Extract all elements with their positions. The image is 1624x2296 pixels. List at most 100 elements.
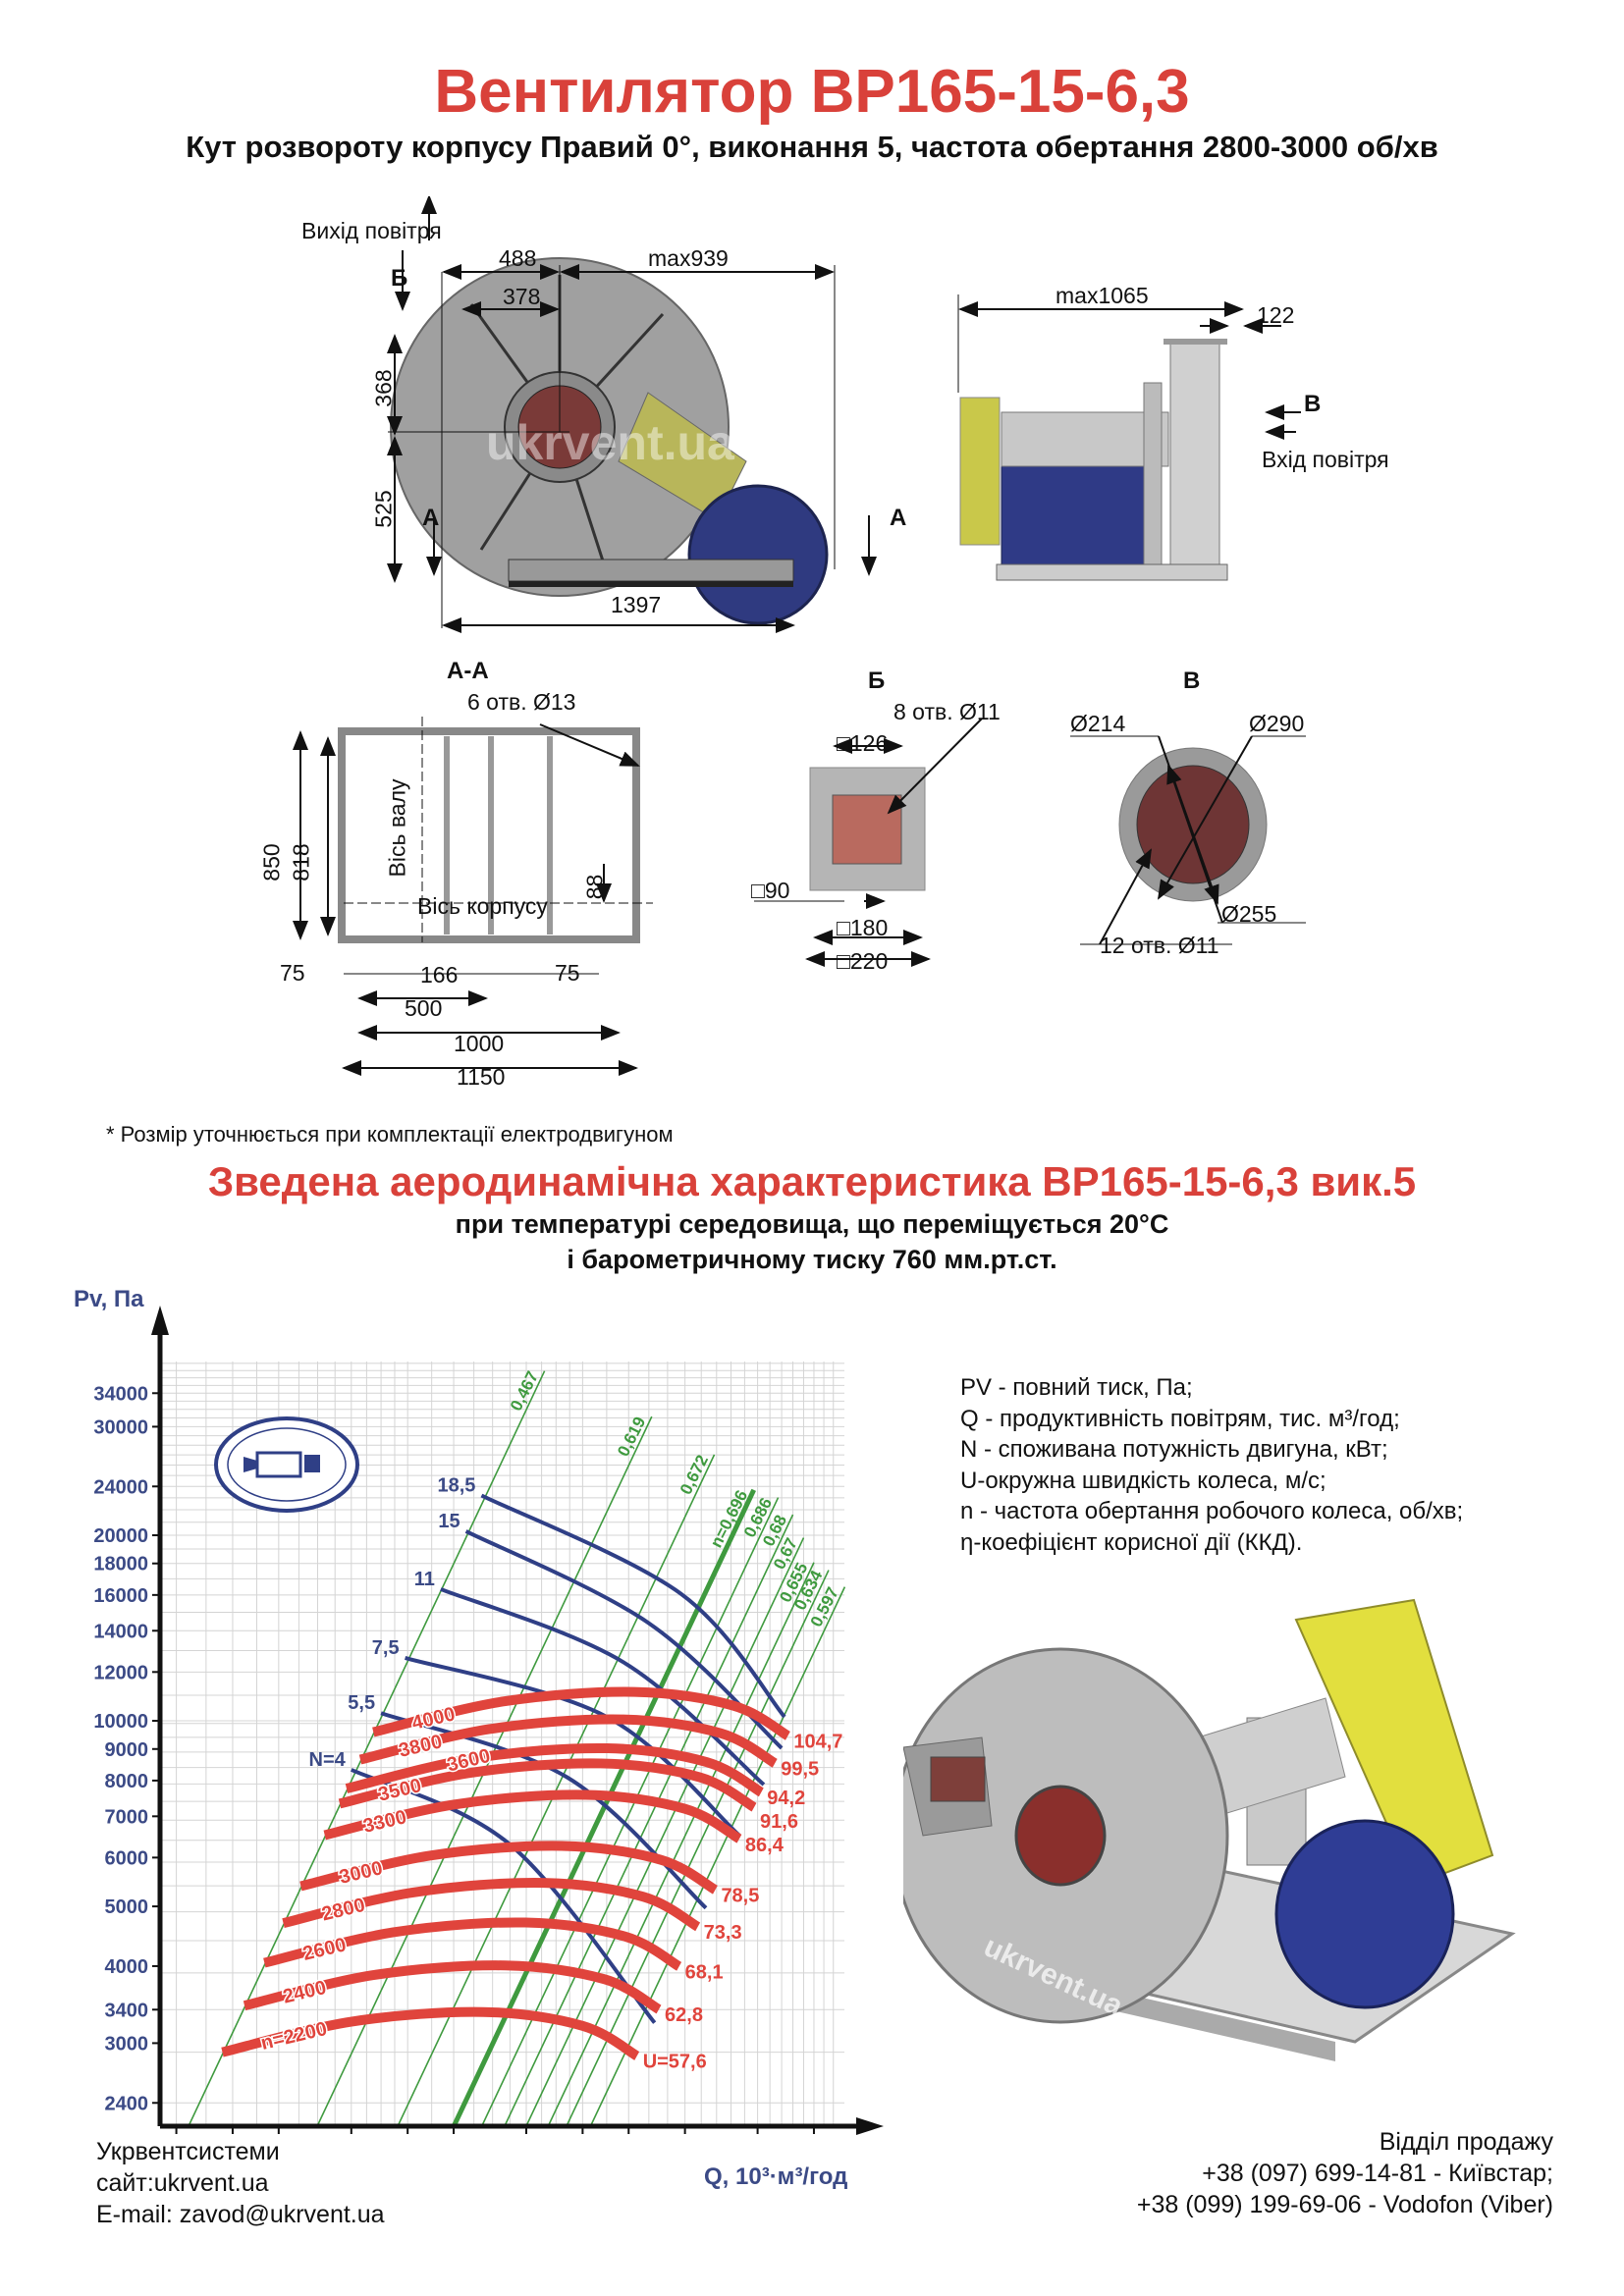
x-tick-label: 0,8 [338, 2137, 365, 2140]
inlet-opening [1014, 1785, 1107, 1887]
efficiency-line [480, 1497, 780, 2127]
x-tick-label: 5 [808, 2137, 819, 2140]
dim-75-left: 75 [280, 960, 305, 986]
pressure-curve [358, 1714, 778, 1768]
tip-speed-label: 91,6 [760, 1811, 798, 1833]
dim-525: 525 [370, 490, 397, 528]
x-axis-label: Q, 10³·м³/год [704, 2163, 848, 2190]
front-view-drawing [957, 294, 1301, 581]
outlet-air-label: Вихід повітря [301, 218, 442, 243]
y-tick-label: 8000 [105, 1771, 149, 1792]
company-email[interactable]: E-mail: zavod@ukrvent.ua [96, 2201, 385, 2228]
dim-818: 818 [288, 843, 314, 881]
view-b-holes: 8 отв. Ø11 [893, 699, 1001, 724]
section-aa-drawing [293, 717, 653, 1076]
efficiency-label: 0,467 [507, 1368, 542, 1415]
y-tick-label: 34000 [93, 1383, 148, 1405]
view-v-title: В [1183, 667, 1201, 694]
company-site[interactable]: сайт:ukrvent.ua [96, 2169, 269, 2197]
sales-phone-1[interactable]: +38 (097) 699-14-81 - Київстар; [1202, 2160, 1553, 2187]
legend-item: PV - повний тиск, Па; [960, 1374, 1193, 1401]
pressure-curve [345, 1742, 764, 1797]
tip-speed-label: 94,2 [767, 1788, 805, 1809]
x-tick-label: 2 [577, 2137, 588, 2140]
power-label: 18,5 [437, 1475, 475, 1497]
power-label: N=4 [309, 1749, 347, 1771]
dim-1150: 1150 [457, 1064, 506, 1090]
speed-label: 3800 [397, 1731, 444, 1762]
view-v-drawing [1070, 735, 1306, 945]
speed-label: 2400 [281, 1977, 328, 2008]
speed-label: 2800 [320, 1895, 367, 1926]
speed-label: 4000 [409, 1703, 457, 1735]
legend-item: U-окружна швидкість колеса, м/с; [960, 1467, 1326, 1494]
power-label: 5,5 [348, 1692, 375, 1714]
shaft-axis-label: Вісь валу [384, 778, 410, 878]
efficiency-line [451, 1488, 756, 2128]
base-frame [508, 559, 794, 582]
dim-sq220: □220 [837, 948, 889, 974]
tip-speed-label: 68,1 [685, 1961, 724, 1983]
inlet-opening [1136, 765, 1250, 884]
aerodynamic-chart: 0,4670,6190,672n=0,6960,6860,680,670,655… [93, 1306, 884, 2140]
pulley-guard [959, 397, 1001, 546]
dim-d290: Ø290 [1249, 711, 1305, 736]
chart-legend: PV - повний тиск, Па; Q - продуктивність… [960, 1372, 1463, 1558]
fan-casing [1169, 341, 1220, 578]
y-axis-arrow [151, 1306, 169, 1335]
y-tick-label: 12000 [93, 1662, 148, 1683]
dim-88: 88 [581, 874, 608, 900]
dim-488: 488 [499, 245, 537, 271]
legend-item: N - споживана потужність двигуна, кВт; [960, 1436, 1388, 1463]
dim-max939: max939 [648, 245, 729, 271]
x-tick-label: 1,6 [513, 2137, 540, 2140]
dim-max1065: max1065 [1056, 283, 1149, 308]
power-label: 11 [414, 1569, 435, 1590]
sales-title: Відділ продажу [1379, 2128, 1553, 2156]
pressure-curve [372, 1686, 790, 1740]
dim-sq90: □90 [751, 878, 790, 903]
motor [687, 484, 829, 625]
section-aa-title: А-А [447, 658, 489, 684]
tip-speed-label: 62,8 [665, 2004, 703, 2026]
y-tick-label: 30000 [93, 1416, 148, 1438]
power-label: 7,5 [372, 1637, 400, 1659]
efficiency-line [589, 1586, 846, 2127]
dim-122: 122 [1257, 302, 1295, 328]
pressure-curve [338, 1758, 757, 1812]
speed-label: 2600 [300, 1934, 348, 1965]
chart-section-title: Зведена аеродинамічна характеристика ВР1… [207, 1158, 1417, 1204]
motor [1001, 465, 1150, 565]
body-axis-label: Вісь корпусу [417, 893, 548, 919]
efficiency-label: 0,672 [677, 1452, 712, 1498]
y-tick-label: 5000 [105, 1896, 149, 1918]
x-tick-label: 0,5 [219, 2137, 246, 2140]
y-axis-label: Pv, Па [74, 1286, 144, 1312]
power-curve [480, 1493, 786, 1719]
dim-1397: 1397 [611, 592, 662, 617]
side-view-drawing: ukrvent.ua [387, 196, 877, 633]
y-tick-label: 3000 [105, 2033, 149, 2055]
page-subtitle: Кут розвороту корпусу Правий 0°, виконан… [186, 130, 1438, 164]
view-b-marker: Б [391, 265, 408, 292]
x-tick-label: 0,4 [163, 2137, 191, 2140]
bearing-housing [1001, 411, 1169, 467]
sales-contacts: Відділ продажу +38 (097) 699-14-81 - Киї… [1137, 2126, 1553, 2220]
y-tick-label: 7000 [105, 1806, 149, 1828]
pressure-curve [282, 1878, 701, 1932]
dim-850: 850 [258, 843, 285, 881]
view-v-holes: 12 отв. Ø11 [1100, 933, 1219, 958]
section-a-marker-left: А [422, 505, 440, 531]
inlet-air-label: Вхід повітря [1262, 447, 1389, 472]
dim-500: 500 [405, 995, 443, 1021]
lab-stamp [214, 1416, 359, 1513]
fan-3d-render: ukrvent.ua [903, 1598, 1516, 2061]
legend-item: n - частота обертання робочого колеса, о… [960, 1498, 1464, 1524]
pressure-curve [221, 2006, 640, 2060]
chart-axes: 0,40,50,60,811,21,622,434524003000340040… [93, 1306, 884, 2140]
x-tick-label: 4 [752, 2137, 764, 2140]
tip-speed-label: 78,5 [721, 1885, 759, 1906]
y-tick-label: 9000 [105, 1739, 149, 1761]
view-v-marker: В [1304, 391, 1322, 417]
sales-phone-2[interactable]: +38 (099) 199-69-06 - Vodofon (Viber) [1136, 2191, 1553, 2218]
